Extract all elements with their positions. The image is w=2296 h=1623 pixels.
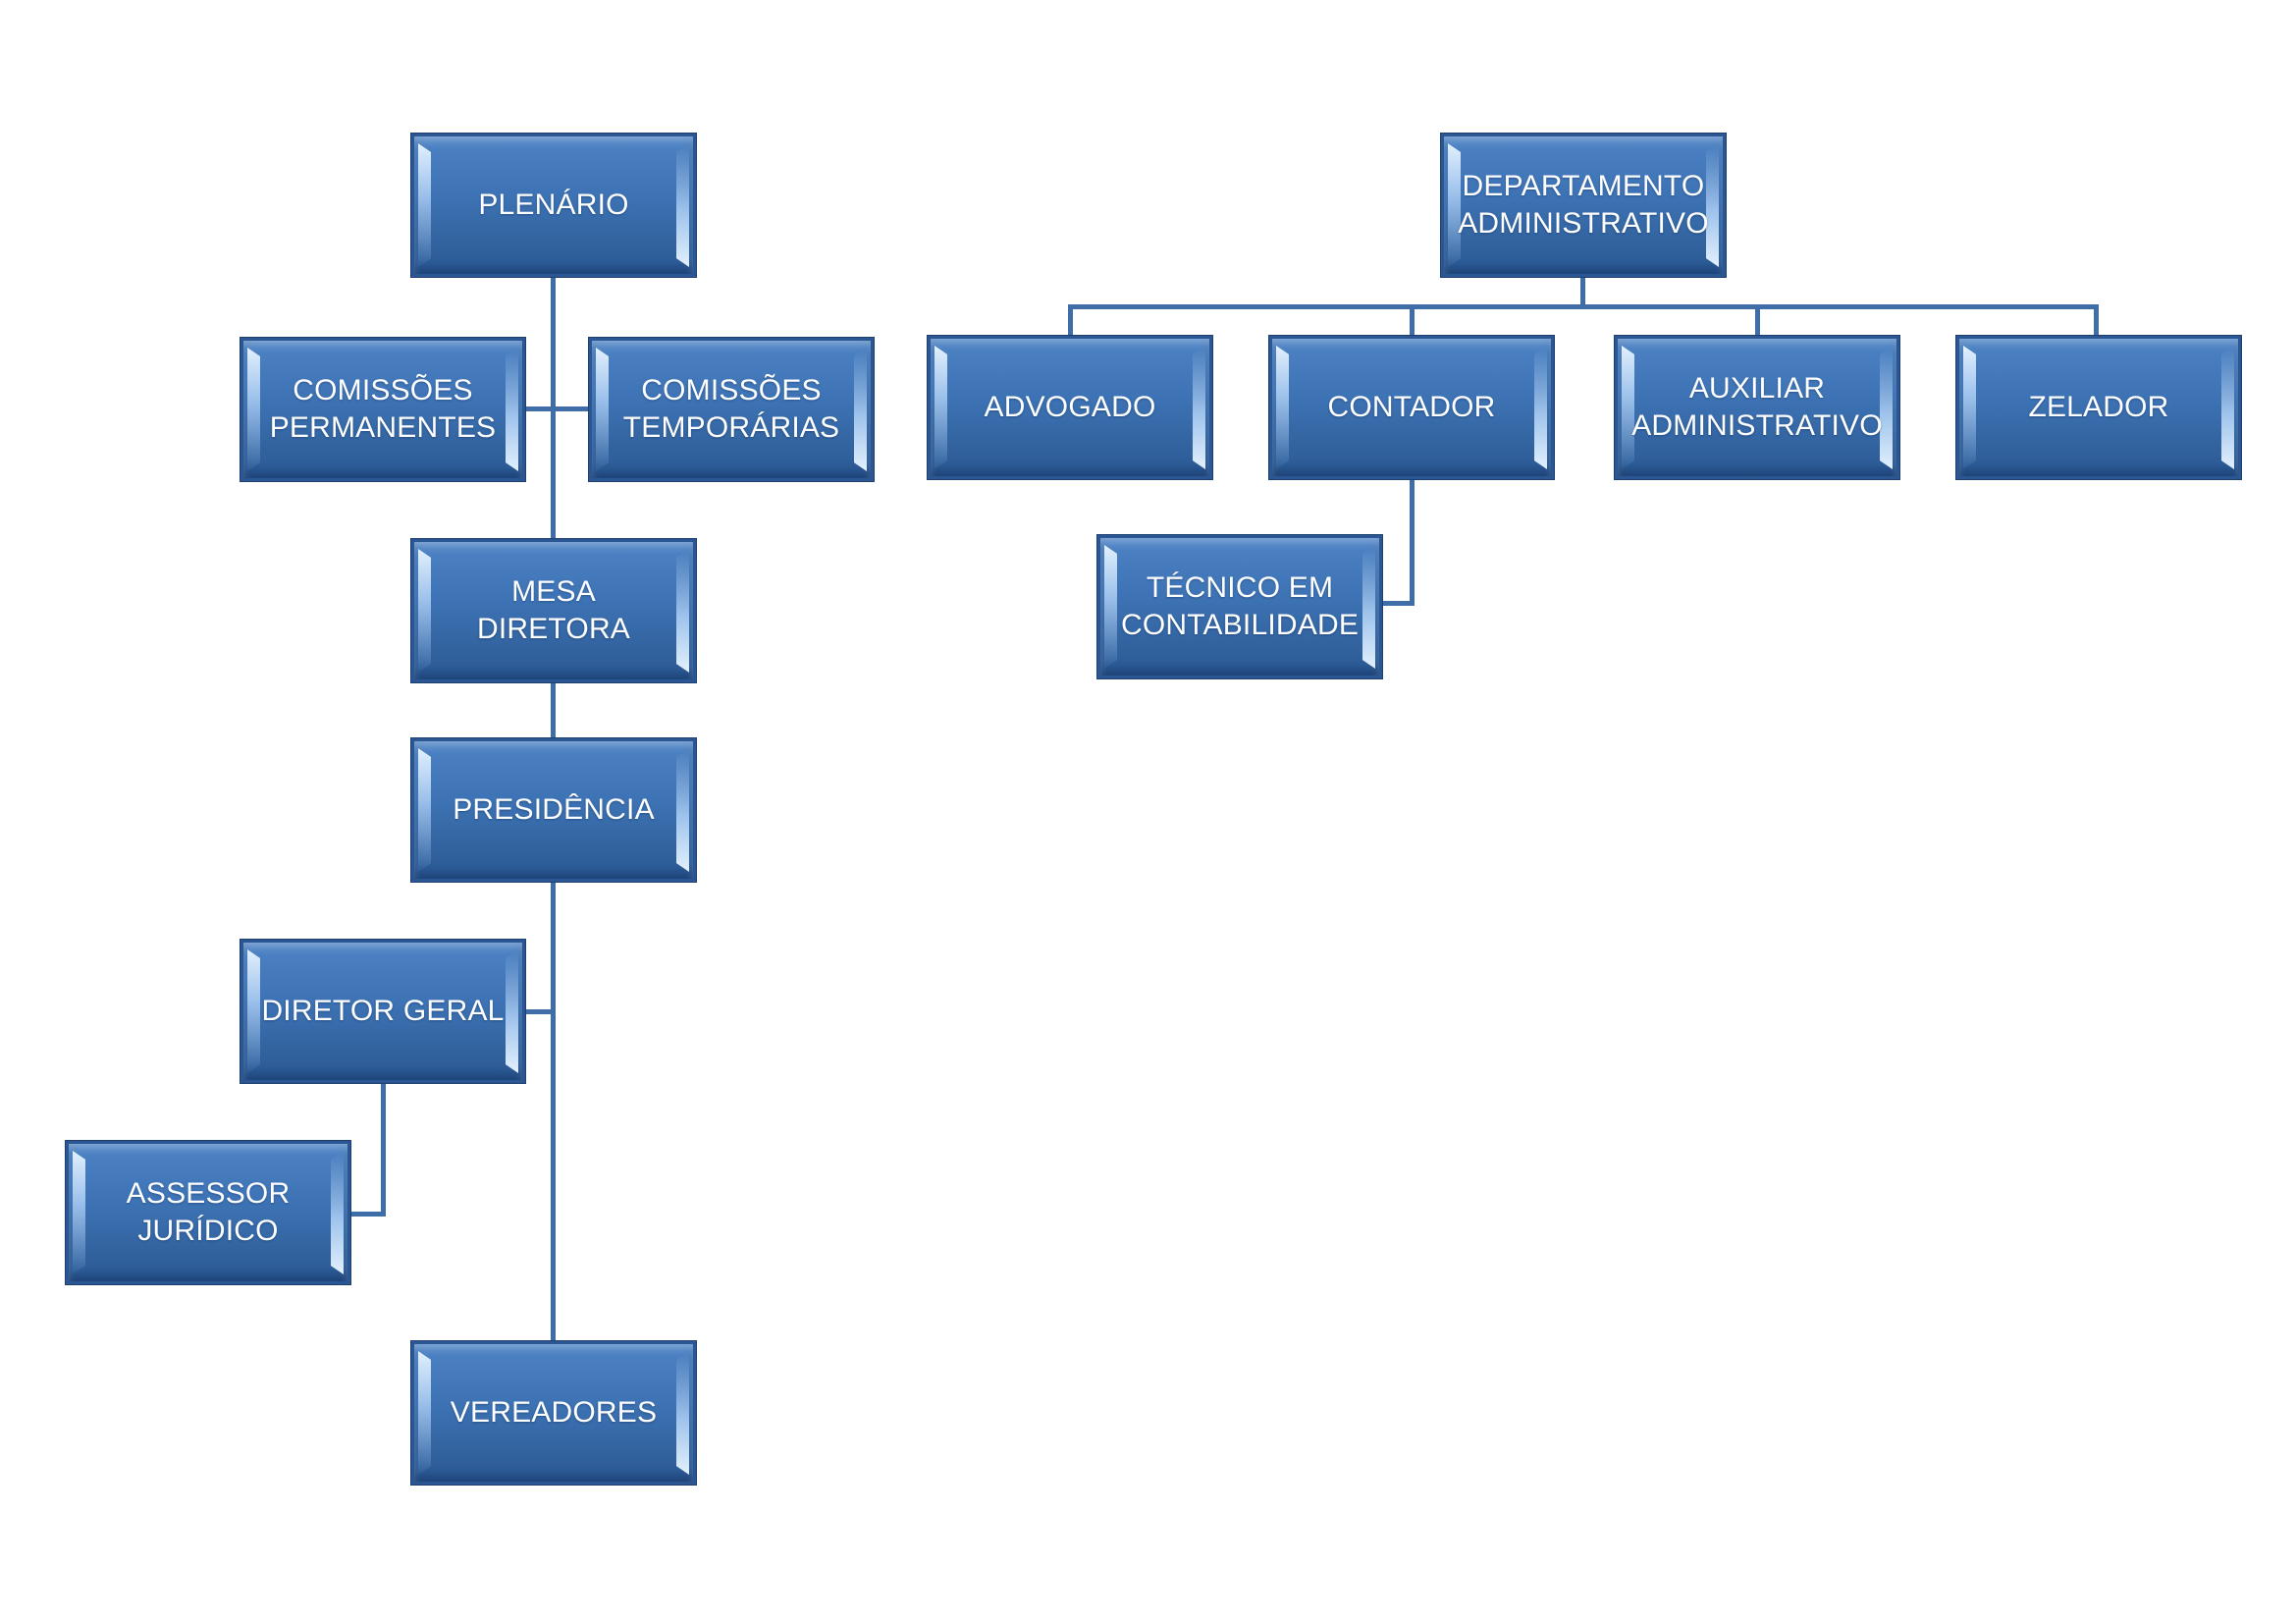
connector-drop-auxiliar [1755,304,1760,338]
node-auxiliar-administrativo-label: AUXILIAR ADMINISTRATIVO [1631,372,1883,442]
node-tecnico-em-contabilidade-label: TÉCNICO EM CONTABILIDADE [1120,571,1360,641]
node-departamento-administrativo: DEPARTAMENTO ADMINISTRATIVO [1441,134,1726,277]
node-vereadores: VEREADORES [411,1341,696,1485]
node-diretor-geral: DIRETOR GERAL [240,940,525,1083]
connector-tecnico-horizontal [1382,601,1415,606]
node-presidencia: PRESIDÊNCIA [411,738,696,882]
node-comissoes-permanentes: COMISSÕES PERMANENTES [240,338,525,481]
node-zelador-label: ZELADOR [2028,391,2169,423]
connector-presidencia-vereadores [551,880,556,1343]
node-presidencia-label: PRESIDÊNCIA [453,793,655,826]
node-mesa-diretora: MESA DIRETORA [411,539,696,682]
node-mesa-diretora-label: MESA DIRETORA [476,575,631,645]
connector-mesa-presidencia [551,680,556,740]
connector-departamento-distribution [1068,304,2099,309]
connector-assessor-vertical [381,1081,386,1217]
node-contador-label: CONTADOR [1327,391,1496,423]
connector-diretor-geral-stub [525,1009,556,1014]
connector-drop-zelador [2094,304,2099,338]
node-advogado: ADVOGADO [928,336,1212,479]
node-comissoes-permanentes-label: COMISSÕES PERMANENTES [269,374,497,444]
connector-tecnico-vertical [1410,477,1415,606]
node-plenario-label: PLENÁRIO [478,189,629,221]
connector-drop-contador [1410,304,1415,338]
node-auxiliar-administrativo: AUXILIAR ADMINISTRATIVO [1615,336,1899,479]
node-plenario: PLENÁRIO [411,134,696,277]
connector-departamento-stub [1580,275,1585,307]
node-tecnico-em-contabilidade: TÉCNICO EM CONTABILIDADE [1097,535,1382,678]
node-assessor-juridico: ASSESSOR JURÍDICO [66,1141,350,1284]
node-comissoes-temporarias-label: COMISSÕES TEMPORÁRIAS [622,374,840,444]
node-contador: CONTADOR [1269,336,1554,479]
node-assessor-juridico-label: ASSESSOR JURÍDICO [126,1177,291,1247]
connector-comissoes-cross [525,406,589,411]
node-vereadores-label: VEREADORES [450,1396,658,1429]
connector-assessor-horizontal [350,1212,386,1217]
node-departamento-administrativo-label: DEPARTAMENTO ADMINISTRATIVO [1458,170,1709,240]
node-advogado-label: ADVOGADO [984,391,1156,423]
node-diretor-geral-label: DIRETOR GERAL [261,995,505,1027]
node-zelador: ZELADOR [1956,336,2241,479]
node-comissoes-temporarias: COMISSÕES TEMPORÁRIAS [589,338,874,481]
connector-drop-advogado [1068,304,1073,338]
